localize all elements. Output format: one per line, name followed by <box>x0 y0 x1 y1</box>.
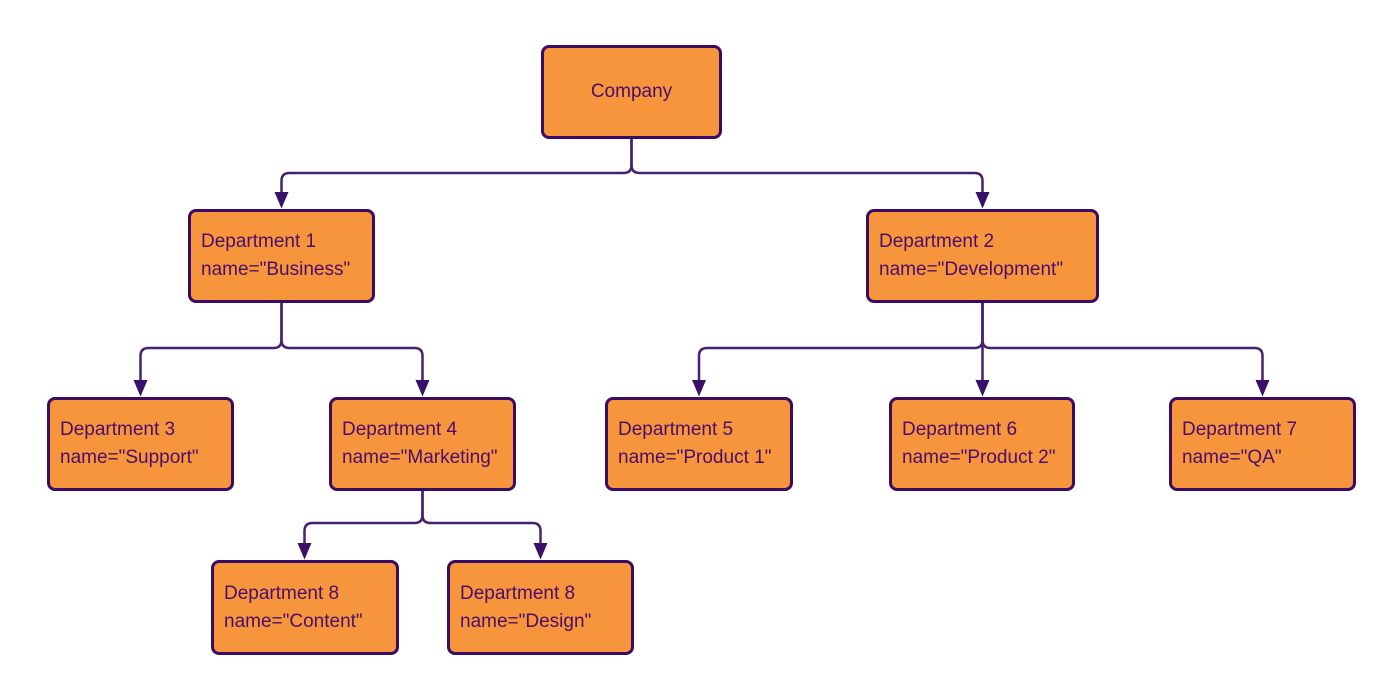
node-attr: name="Support" <box>60 447 199 468</box>
node-department-5: Department 5 name="Product 1" <box>605 397 793 491</box>
node-label: Department 4 <box>342 419 458 440</box>
node-attr: name="Business" <box>201 259 351 280</box>
node-department-8-design: Department 8 name="Design" <box>447 560 634 655</box>
edge-company-to-department-1 <box>280 139 633 193</box>
edge-department-4-to-department-8-design <box>421 491 542 544</box>
node-label: Department 8 <box>460 582 576 604</box>
arrowhead-department-2-icon <box>975 192 990 209</box>
arrowhead-department-3-icon <box>133 380 148 397</box>
node-label: Company <box>590 81 673 102</box>
node-attr: name="QA" <box>1182 447 1282 468</box>
arrowhead-department-7-icon <box>1255 380 1270 397</box>
edge-department-2-to-department-7 <box>981 303 1264 381</box>
arrowhead-department-8-design-icon <box>533 543 548 560</box>
node-department-2: Department 2 name="Development" <box>866 209 1099 303</box>
node-attr: name="Product 2" <box>902 447 1056 468</box>
node-attr: name="Development" <box>879 259 1064 280</box>
arrowhead-department-4-icon <box>415 380 430 397</box>
node-label: Department 5 <box>618 419 734 440</box>
node-company: Company <box>541 45 722 139</box>
node-label: Department 2 <box>879 231 995 252</box>
arrowhead-department-5-icon <box>692 380 706 397</box>
edge-department-1-to-department-4 <box>280 303 424 381</box>
node-label: Department 3 <box>60 419 176 440</box>
node-department-1: Department 1 name="Business" <box>188 209 375 303</box>
node-department-3: Department 3 name="Support" <box>47 397 234 491</box>
edge-company-to-department-2 <box>630 139 984 193</box>
node-attr: name="Content" <box>224 610 363 632</box>
node-label: Department 8 <box>224 582 340 604</box>
node-attr: name="Design" <box>460 610 592 632</box>
node-label: Department 7 <box>1182 419 1298 440</box>
arrowhead-department-8-content-icon <box>297 543 312 560</box>
node-label: Department 6 <box>902 419 1018 440</box>
node-department-8-content: Department 8 name="Content" <box>211 560 399 655</box>
arrowhead-department-1-icon <box>274 192 289 209</box>
edge-department-4-to-department-8-content <box>303 491 424 544</box>
node-department-7: Department 7 name="QA" <box>1169 397 1356 491</box>
arrowhead-department-6-icon <box>975 380 990 397</box>
node-department-4: Department 4 name="Marketing" <box>329 397 516 491</box>
node-department-6: Department 6 name="Product 2" <box>889 397 1075 491</box>
node-attr: name="Product 1" <box>618 447 772 468</box>
edge-department-2-to-department-5 <box>697 303 984 381</box>
node-label: Department 1 <box>201 231 317 252</box>
edge-department-1-to-department-3 <box>139 303 283 381</box>
node-attr: name="Marketing" <box>342 447 498 468</box>
